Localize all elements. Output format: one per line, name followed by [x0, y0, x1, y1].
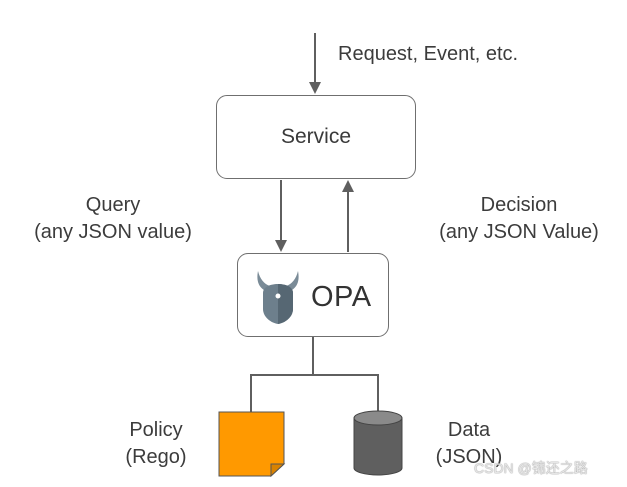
- data-label-subtitle: (JSON): [435, 446, 503, 468]
- opa-logo-icon: [257, 271, 299, 324]
- policy-label-subtitle: (Rego): [125, 446, 187, 468]
- database-icon: [353, 410, 403, 476]
- service-label: Service: [280, 125, 352, 148]
- request-label: Request, Event, etc.: [338, 41, 518, 68]
- query-label-subtitle: (any JSON value): [34, 221, 192, 243]
- opa-box: OPA: [237, 253, 389, 337]
- decision-label: Decision (any JSON Value): [424, 192, 614, 246]
- opa-label: OPA: [311, 281, 372, 313]
- data-label-title: Data: [447, 419, 491, 441]
- decision-arrow: [342, 180, 354, 252]
- watermark: CSDN @锦还之路: [474, 460, 588, 476]
- policy-label-title: Policy: [129, 419, 183, 441]
- service-box: Service: [216, 95, 416, 179]
- data-label: Data (JSON): [424, 417, 514, 471]
- query-label: Query (any JSON value): [18, 192, 208, 246]
- request-label-text: Request, Event, etc.: [338, 43, 519, 65]
- decision-label-title: Decision: [480, 194, 558, 216]
- query-label-title: Query: [85, 194, 141, 216]
- document-icon: [218, 411, 286, 478]
- opa-input-connector: [250, 337, 379, 412]
- request-arrow: [309, 33, 321, 94]
- policy-label: Policy (Rego): [104, 417, 208, 471]
- decision-label-subtitle: (any JSON Value): [439, 221, 599, 243]
- query-arrow: [275, 180, 287, 252]
